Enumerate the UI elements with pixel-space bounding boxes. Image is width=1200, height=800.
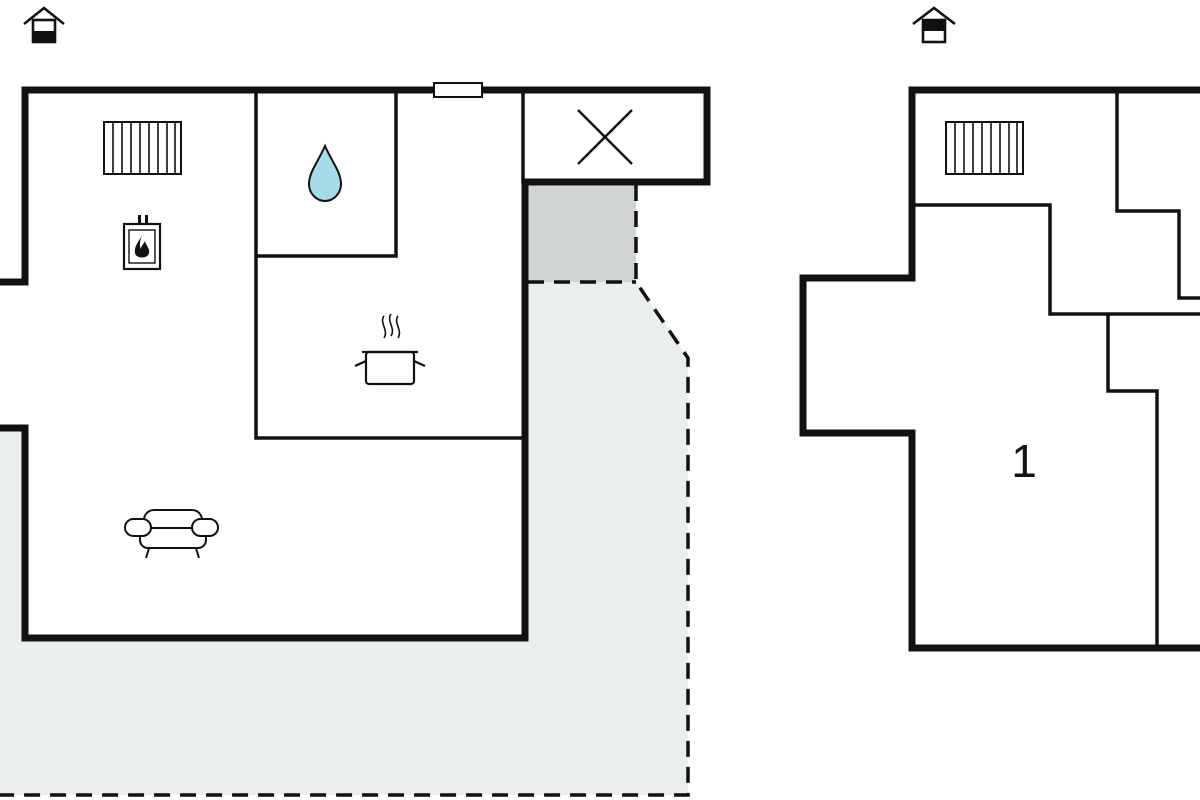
cooking-pot-icon bbox=[354, 313, 426, 386]
shed-cross-icon bbox=[577, 109, 633, 165]
house-interior-annex bbox=[525, 90, 707, 182]
fireplace-icon bbox=[122, 215, 162, 271]
ground-floor-plan bbox=[0, 6, 711, 797]
exterior-walls bbox=[0, 86, 711, 642]
radiator-icon bbox=[945, 121, 1024, 175]
house-icon bbox=[23, 6, 65, 44]
covered-terrace bbox=[528, 185, 636, 282]
bathroom-walls bbox=[254, 90, 525, 440]
room-number-label: 1 bbox=[1011, 435, 1037, 487]
window-icon bbox=[433, 82, 483, 98]
upper-floor-plan: 1 bbox=[799, 6, 1200, 652]
water-drop-icon bbox=[307, 143, 343, 203]
house-icon bbox=[912, 6, 956, 44]
upper-interior-walls bbox=[912, 90, 1200, 648]
terrace-boundary bbox=[0, 185, 690, 797]
radiator-icon bbox=[103, 121, 182, 175]
terrace-area bbox=[0, 90, 688, 795]
upper-exterior-walls bbox=[799, 86, 1200, 652]
house-interior bbox=[25, 90, 525, 638]
left-extension-interior bbox=[0, 280, 27, 428]
sofa-icon bbox=[124, 509, 219, 559]
